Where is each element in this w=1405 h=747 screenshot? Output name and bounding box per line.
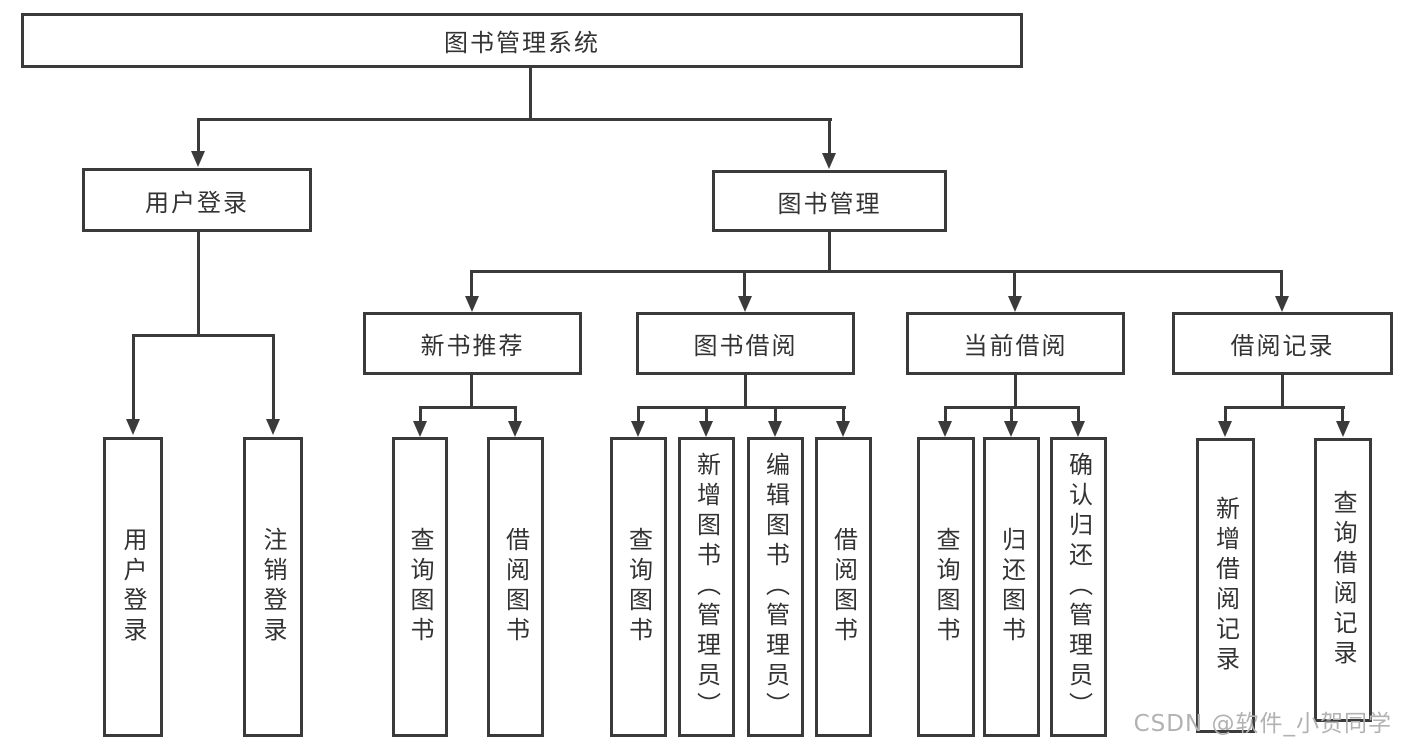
connector-line	[637, 406, 640, 423]
connector-line	[1224, 406, 1345, 409]
connector-line	[1010, 406, 1013, 423]
node-label: 图书管理系统	[444, 29, 600, 57]
connector-line	[514, 406, 517, 423]
arrow-down-icon	[1218, 421, 1232, 437]
connector-line	[197, 118, 200, 154]
connector-line	[470, 270, 1283, 273]
arrow-down-icon	[699, 421, 713, 437]
arrow-down-icon	[413, 421, 427, 437]
connector-line	[1013, 270, 1016, 298]
leaf-label: 新增借阅记录	[1211, 495, 1240, 676]
connector-line	[774, 406, 777, 423]
leaf-confirm-return-admin: 确认归还（管理员）	[1050, 437, 1107, 737]
connector-line	[1014, 373, 1017, 409]
connector-line	[828, 230, 831, 273]
connector-line	[705, 406, 708, 423]
connector-line	[842, 406, 845, 423]
node-user-login: 用户登录	[82, 168, 312, 232]
leaf-query-book-2: 查询图书	[610, 437, 667, 737]
connector-line	[197, 230, 200, 337]
leaf-borrow-book-2: 借阅图书	[815, 437, 872, 737]
connector-line	[637, 406, 846, 409]
leaf-label: 查询借阅记录	[1329, 490, 1357, 670]
leaf-label: 新增图书（管理员）	[692, 452, 721, 722]
leaf-add-book-admin: 新增图书（管理员）	[678, 437, 735, 737]
connector-line	[529, 66, 532, 120]
leaf-add-borrow-record: 新增借阅记录	[1196, 438, 1255, 733]
connector-line	[132, 334, 135, 420]
leaf-label: 归还图书	[997, 527, 1026, 647]
leaf-label: 编辑图书（管理员）	[761, 452, 790, 722]
csdn-watermark: CSDN @软件_小贺同学	[1133, 711, 1392, 737]
arrow-down-icon	[266, 419, 280, 435]
leaf-label: 查询图书	[932, 527, 960, 647]
connector-line	[470, 270, 473, 298]
arrow-down-icon	[465, 296, 479, 312]
arrow-down-icon	[938, 421, 952, 437]
leaf-label: 确认归还（管理员）	[1064, 452, 1093, 722]
arrow-down-icon	[1275, 296, 1289, 312]
leaf-return-book: 归还图书	[983, 437, 1040, 737]
connector-line	[419, 406, 422, 423]
node-label: 当前借阅	[963, 332, 1068, 360]
connector-line	[1077, 406, 1080, 423]
node-label: 借阅记录	[1230, 332, 1335, 360]
leaf-logout: 注销登录	[243, 437, 303, 737]
node-label: 新书推荐	[420, 332, 525, 360]
connector-line	[1224, 406, 1227, 423]
leaf-label: 用户登录	[119, 527, 147, 647]
arrow-down-icon	[191, 151, 205, 167]
arrow-down-icon	[836, 421, 850, 437]
connector-line	[944, 406, 947, 423]
leaf-label: 查询图书	[406, 527, 434, 647]
node-current-borrow: 当前借阅	[906, 312, 1125, 375]
leaf-query-borrow-record: 查询借阅记录	[1314, 438, 1372, 722]
node-borrow-record: 借阅记录	[1172, 312, 1393, 375]
connector-line	[1280, 270, 1283, 298]
node-book-borrow: 图书借阅	[636, 312, 855, 375]
leaf-label: 借阅图书	[829, 527, 858, 647]
leaf-edit-book-admin: 编辑图书（管理员）	[747, 437, 804, 737]
connector-line	[470, 373, 473, 409]
arrow-down-icon	[508, 421, 522, 437]
leaf-label: 注销登录	[259, 527, 287, 647]
arrow-down-icon	[631, 421, 645, 437]
connector-line	[744, 373, 747, 409]
node-label: 图书借阅	[693, 332, 798, 360]
connector-line	[743, 270, 746, 298]
leaf-query-book-1: 查询图书	[392, 437, 448, 737]
node-new-book-recommend: 新书推荐	[363, 312, 582, 375]
leaf-label: 查询图书	[624, 527, 653, 647]
arrow-down-icon	[1336, 421, 1350, 437]
connector-line	[419, 406, 517, 409]
leaf-user-login: 用户登录	[103, 437, 163, 737]
connector-line	[272, 334, 275, 420]
leaf-borrow-book-1: 借阅图书	[487, 437, 544, 737]
connector-line	[1281, 373, 1284, 409]
arrow-down-icon	[1008, 296, 1022, 312]
arrow-down-icon	[738, 296, 752, 312]
connector-line	[132, 334, 275, 337]
arrow-down-icon	[1004, 421, 1018, 437]
leaf-label: 借阅图书	[501, 527, 530, 647]
arrow-down-icon	[126, 419, 140, 435]
node-library-management-system: 图书管理系统	[21, 13, 1023, 68]
node-label: 用户登录	[145, 188, 249, 217]
connector-line	[828, 118, 831, 156]
leaf-query-book-3: 查询图书	[917, 437, 975, 737]
node-book-management: 图书管理	[712, 170, 947, 232]
connector-line	[197, 118, 832, 121]
arrow-down-icon	[1071, 421, 1085, 437]
arrow-down-icon	[768, 421, 782, 437]
arrow-down-icon	[822, 153, 836, 169]
node-label: 图书管理	[777, 189, 882, 218]
connector-line	[1341, 406, 1344, 423]
